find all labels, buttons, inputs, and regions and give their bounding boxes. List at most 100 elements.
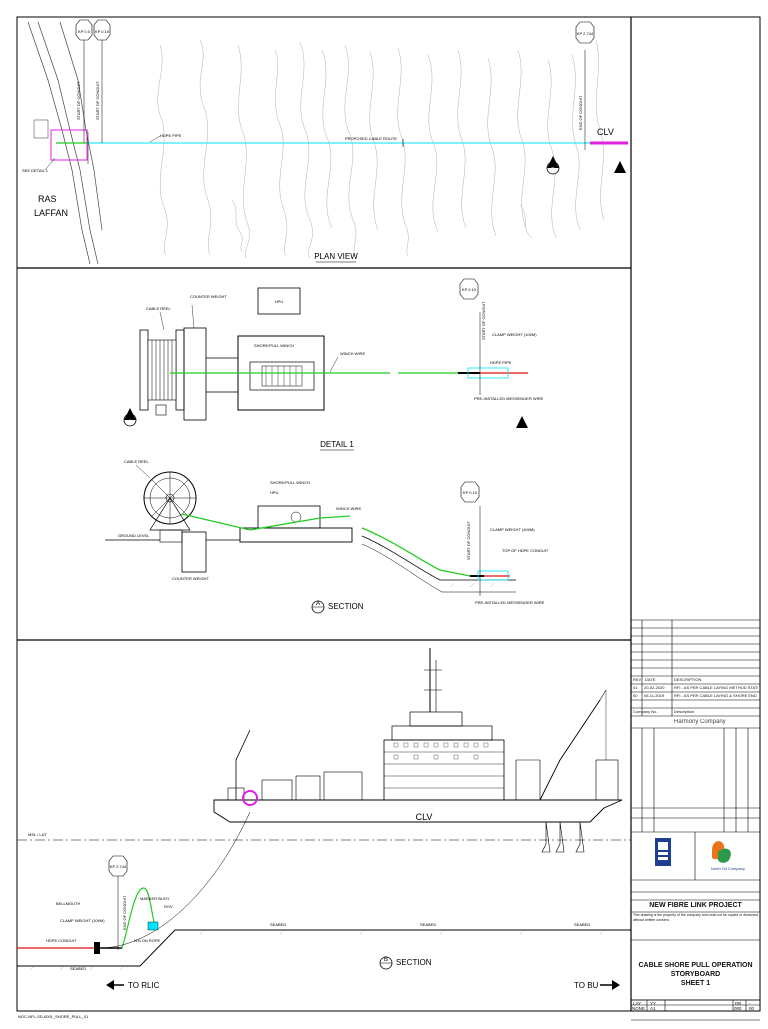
sheet-border	[16, 16, 761, 1012]
section-b-title: SECTION	[396, 958, 432, 967]
plan-proposed-route-label: PROPOSED CABLE ROUTE	[345, 136, 397, 141]
file-reference: NOC-NFL-SD-0001_SHORE_PULL_01	[18, 1014, 89, 1019]
section-b-clamp-weight-label: CLAMP WEIGHT (10t/M)	[60, 918, 105, 923]
section-b: CLV MSL / LAT SEABED SEABED SEABED SEABE…	[17, 648, 631, 990]
shore-pull-winch-section	[257, 505, 321, 529]
svg-text:A: A	[128, 420, 132, 426]
svg-text:TO RLIC: TO RLIC	[128, 981, 160, 990]
reel-drum	[147, 339, 177, 401]
bow-crane	[539, 699, 601, 801]
kp-marker-0-10: KP 0.10	[93, 19, 111, 41]
seabed-profile	[17, 929, 631, 967]
clv-cable-drum	[242, 790, 258, 806]
rev-1-desc: RFI - AS PER CABLE LAYING METHOD STATEME…	[674, 685, 758, 690]
counter-weight-foundation	[181, 531, 207, 573]
section-a: KP 0.10 START OF CONDUIT CLAMP WEIGHT (1…	[105, 459, 549, 614]
shore-pull-winch	[249, 361, 315, 391]
project-title: NEW FIBRE LINK PROJECT	[649, 902, 742, 909]
drawing-title-line-2: STORYBOARD	[670, 971, 721, 978]
plan-start-conduit-label: START OF CONDUIT	[76, 81, 81, 120]
section-a-shore-winch-label: SHORE/PULL WINCH	[270, 480, 310, 485]
section-b-bellmouth-label: BELLMOUTH	[56, 901, 81, 906]
svg-text:TO BU: TO BU	[574, 981, 599, 990]
rev-header-date: DATE	[645, 677, 656, 682]
rev-1-date: 20-02-2020	[644, 685, 665, 690]
rov-icon	[147, 921, 159, 931]
seabed-label-2: SEABED	[420, 922, 436, 927]
detail-hdpe-pipe-label: HDPE PIPE	[490, 360, 512, 365]
company-no-label: Company No.	[633, 709, 658, 714]
stern-crane	[235, 729, 251, 800]
detail-pre-installed-label: PRE-INSTALLED MESSENGER WIRE	[474, 396, 544, 401]
ownership-note: Harmony Company	[674, 719, 726, 725]
detail-1-title: DETAIL 1	[320, 440, 354, 449]
kp-2-744-label: KP 2.744	[577, 31, 594, 36]
bathymetry-contours	[157, 39, 605, 259]
to-rlic-arrow: TO RLIC	[106, 980, 160, 990]
section-b-marker-plan: B	[546, 156, 560, 175]
section-b-kp-marker: KP 2.744	[108, 855, 128, 877]
ras-label: RAS	[38, 194, 57, 204]
rev-2-date: 06-11-2019	[644, 693, 665, 698]
section-a-top-conduit-label: TOP OF HDPE CONDUIT	[502, 548, 549, 553]
landfall-building	[33, 119, 49, 139]
detail-cable-reel-label: CABLE REEL	[146, 306, 171, 311]
kp-marker-0-0: KP 0.0	[75, 19, 93, 41]
section-b-hdpe-conduit-label: HDPE CONDUIT	[46, 938, 77, 943]
section-arrow-detail	[516, 416, 528, 428]
section-a-counter-weight-label: COUNTER WEIGHT	[172, 576, 209, 581]
laffan-label: LAFFAN	[34, 208, 68, 218]
section-arrow-plan	[614, 161, 626, 173]
cable-to-clv	[99, 811, 251, 949]
row2-cell-4: 00	[749, 1006, 755, 1011]
seabed-label-3: SEABED	[574, 922, 590, 927]
company-description-label: Description	[674, 709, 695, 714]
row2-cell-2: A1	[650, 1006, 656, 1011]
row2-cell-3: 000	[734, 1006, 742, 1011]
detail-winch-wire-label: WINCH WIRE	[340, 351, 365, 356]
plan-landfall-label: START OF CONDUIT	[95, 81, 100, 120]
section-a-marker-detail: A	[123, 408, 137, 427]
title-block-grid	[631, 619, 760, 1021]
plan-hdpe-pipe-label: HDPE PIPE	[160, 133, 182, 138]
section-a-pre-installed-label: PRE-INSTALLED MESSENGER WIRE	[475, 600, 545, 605]
reel-flange-left	[139, 329, 149, 411]
section-b-title-marker: B	[379, 956, 393, 970]
beach-slope	[361, 535, 516, 581]
bellmouth-block	[94, 942, 100, 954]
section-a-winch-wire-label: WINCH WIRE	[336, 506, 361, 511]
kp-marker-2-744: KP 2.744	[575, 21, 595, 44]
north-oil-logo	[712, 841, 731, 863]
client-name: North Oil Company	[710, 866, 745, 871]
section-a-hpu-label: HPU	[270, 490, 279, 495]
disclaimer-text: This drawing is the property of the comp…	[633, 913, 758, 922]
svg-text:A: A	[316, 601, 320, 607]
rev-header-rev: REV	[633, 677, 642, 682]
section-b-end-conduit-label: END OF CONDUIT	[122, 895, 127, 930]
rev-header-desc: DESCRIPTION	[674, 677, 702, 682]
detail-start-conduit-label: START OF CONDUIT	[481, 301, 486, 340]
detail-clamp-weight-label: CLAMP WEIGHT (10t/M)	[492, 332, 537, 337]
section-a-title: SECTION	[328, 602, 364, 611]
detail-hpu-label: HPU	[275, 299, 284, 304]
plan-view: KP 0.0 KP 0.10 KP 2.744 START OF CONDUIT…	[22, 19, 628, 265]
company-logo-left	[655, 838, 671, 866]
rev-1-num: 01	[633, 685, 638, 690]
section-b-clv-label: CLV	[416, 812, 433, 822]
rev-2-desc: RFI - AS PER CABLE LAYING & SHORE END MA…	[674, 693, 758, 698]
section-b-marker-buoy-label: MARKER BUOY	[140, 896, 170, 901]
detail-1-callout-box	[50, 129, 88, 161]
to-bu-arrow: TO BU	[574, 980, 620, 990]
cable-section-a	[181, 513, 321, 531]
counter-weight-block	[183, 327, 207, 421]
row2-cell-1: NONE	[632, 1006, 646, 1011]
plan-clv-label: CLV	[597, 127, 614, 137]
section-a-clamp-weight-label: CLAMP WEIGHT (10t/M)	[490, 527, 535, 532]
detail-counter-weight-label: COUNTER WEIGHT	[190, 294, 227, 299]
section-a-cable-reel-label: CABLE REEL	[124, 459, 149, 464]
detail-kp-marker: KP 0.10	[459, 278, 479, 300]
detail-shore-winch-label: SHORE/PULL WINCH	[254, 343, 294, 348]
svg-text:B: B	[551, 168, 555, 174]
section-a-title-marker: A	[311, 600, 325, 614]
